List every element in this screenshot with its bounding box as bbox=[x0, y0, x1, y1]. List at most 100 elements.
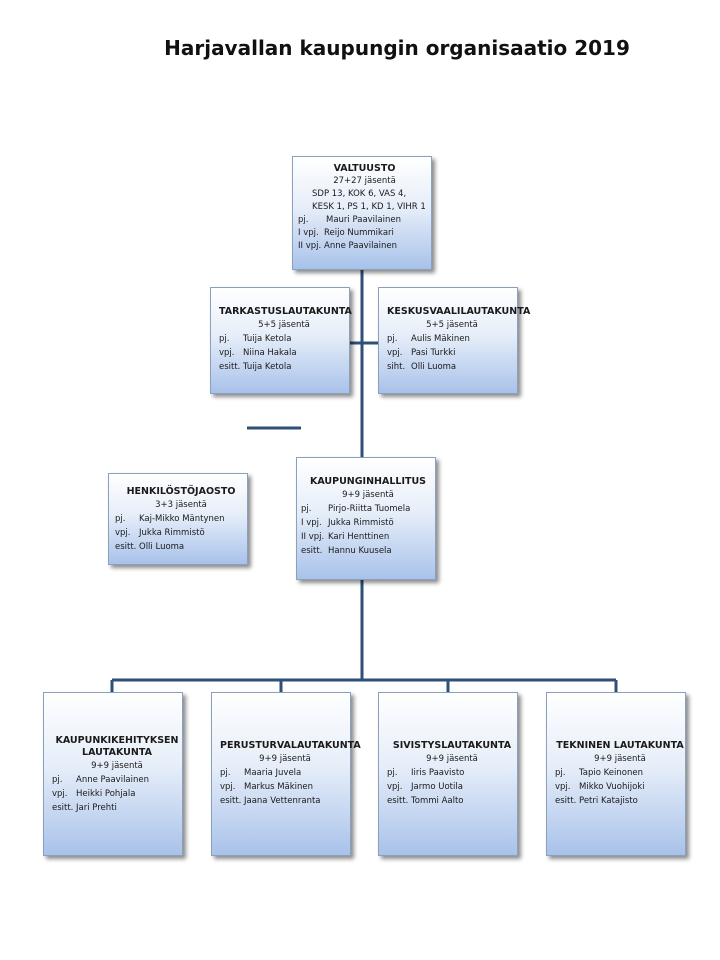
chart-title: Harjavallan kaupungin organisaatio 2019 bbox=[164, 36, 630, 60]
kaupunginhallitus-count: 9+9 jäsentä bbox=[342, 490, 394, 500]
member-row: I vpj. Jukka Rimmistö bbox=[301, 516, 435, 530]
member-row: esitt.Olli Luoma bbox=[115, 540, 247, 554]
member-role: I vpj. bbox=[298, 228, 319, 238]
tarkastuslautakunta-count: 5+5 jäsentä bbox=[258, 320, 310, 330]
member-row: esitt.Jari Prehti bbox=[52, 801, 182, 815]
member-row: vpj. Pasi Turkki bbox=[387, 346, 517, 360]
member-person: Tuija Ketola bbox=[243, 334, 292, 344]
member-person: Jari Prehti bbox=[76, 803, 117, 813]
member-person: Maaria Juvela bbox=[244, 768, 302, 778]
henkilostojaosto-count: 3+3 jäsentä bbox=[155, 500, 207, 510]
member-row: esitt.Petri Katajisto bbox=[555, 794, 685, 808]
henkilostojaosto-name: HENKILÖSTÖJAOSTO bbox=[126, 486, 236, 497]
kaupunginhallitus-name: KAUPUNGINHALLITUS bbox=[309, 476, 427, 487]
member-role: esitt. bbox=[220, 796, 242, 806]
lautakunta-name: PERUSTURVALAUTAKUNTA bbox=[220, 740, 361, 751]
valtuusto-parties-1: SDP 13, KOK 6, VAS 4, bbox=[312, 189, 407, 199]
member-row: vpj. Heikki Pohjala bbox=[52, 787, 182, 801]
member-person: Jaana Vettenranta bbox=[244, 796, 321, 806]
member-role: esitt. bbox=[219, 362, 241, 372]
henkilostojaosto-box: HENKILÖSTÖJAOSTO 3+3 jäsentä pj. Kaj-Mikk… bbox=[108, 473, 248, 565]
member-row: vpj. Jarmo Uotila bbox=[387, 780, 517, 794]
lautakunta-name: TEKNINEN LAUTAKUNTA bbox=[556, 740, 684, 751]
member-role: pj. bbox=[115, 514, 126, 524]
member-person: Kaj-Mikko Mäntynen bbox=[139, 514, 225, 524]
tarkastuslautakunta-name: TARKASTUSLAUTAKUNTA bbox=[219, 306, 352, 317]
member-row: esitt. Hannu Kuusela bbox=[301, 544, 435, 558]
member-row: esitt.Tuija Ketola bbox=[219, 360, 349, 374]
perusturvalautakunta-box: PERUSTURVALAUTAKUNTA 9+9 jäsentä pj. Maar… bbox=[211, 692, 361, 856]
member-row: esitt.Jaana Vettenranta bbox=[220, 794, 350, 808]
member-role: vpj. bbox=[52, 789, 68, 799]
member-person: Pirjo-Riitta Tuomela bbox=[328, 504, 411, 514]
member-person: Reijo Nummikari bbox=[324, 228, 394, 238]
member-person: Olli Luoma bbox=[411, 362, 457, 372]
member-person: Heikki Pohjala bbox=[76, 789, 136, 799]
member-person: Aulis Mäkinen bbox=[411, 334, 470, 344]
member-person: Mikko Vuohijoki bbox=[579, 782, 645, 792]
keskusvaalilautakunta-count: 5+5 jäsentä bbox=[426, 320, 478, 330]
member-row: pj. Mauri Paavilainen bbox=[298, 214, 431, 227]
member-role: esitt. bbox=[301, 546, 323, 556]
valtuusto-name: VALTUUSTO bbox=[333, 163, 396, 174]
member-role: pj. bbox=[387, 334, 398, 344]
lautakunta-name: SIVISTYSLAUTAKUNTA bbox=[392, 740, 512, 751]
member-role: vpj. bbox=[219, 348, 235, 358]
member-row: siht. Olli Luoma bbox=[387, 360, 517, 374]
member-person: Hannu Kuusela bbox=[328, 546, 392, 556]
member-role: esitt. bbox=[387, 796, 409, 806]
member-role: pj. bbox=[387, 768, 398, 778]
member-person: Tuija Ketola bbox=[243, 362, 292, 372]
member-person: Jukka Rimmistö bbox=[328, 518, 394, 528]
member-role: esitt. bbox=[52, 803, 74, 813]
member-person: Jarmo Uotila bbox=[411, 782, 463, 792]
valtuusto-box: VALTUUSTO 27+27 jäsentä SDP 13, KOK 6, V… bbox=[292, 156, 432, 270]
lautakunta-count: 9+9 jäsentä bbox=[91, 761, 143, 771]
member-role: vpj. bbox=[115, 528, 131, 538]
sivistyslautakunta-box: SIVISTYSLAUTAKUNTA 9+9 jäsentä pj. Iiris … bbox=[378, 692, 518, 856]
member-person: Petri Katajisto bbox=[579, 796, 638, 806]
member-person: Tapio Keinonen bbox=[579, 768, 643, 778]
member-person: Anne Paavilainen bbox=[76, 775, 150, 785]
valtuusto-count: 27+27 jäsentä bbox=[333, 176, 396, 186]
lautakunta-count: 9+9 jäsentä bbox=[594, 754, 646, 764]
member-row: vpj.Mikko Vuohijoki bbox=[555, 780, 685, 794]
kaupunginhallitus-box: KAUPUNGINHALLITUS 9+9 jäsentä pj. Pirjo-R… bbox=[296, 457, 436, 580]
member-role: esitt. bbox=[555, 796, 577, 806]
keskusvaalilautakunta-name: KESKUSVAALILAUTAKUNTA bbox=[387, 306, 531, 317]
member-role: I vpj. bbox=[301, 518, 322, 528]
member-role: pj. bbox=[220, 768, 231, 778]
member-row: vpj.Markus Mäkinen bbox=[220, 780, 350, 794]
member-row: vpj. Niina Hakala bbox=[219, 346, 349, 360]
member-person: Mauri Paavilainen bbox=[326, 215, 401, 225]
member-role: vpj. bbox=[220, 782, 236, 792]
member-row: pj. Tapio Keinonen bbox=[555, 766, 685, 780]
lautakunta-count: 9+9 jäsentä bbox=[259, 754, 311, 764]
member-row: esitt.Tommi Aalto bbox=[387, 794, 517, 808]
member-role: pj. bbox=[555, 768, 566, 778]
member-role: II vpj. bbox=[298, 241, 322, 251]
member-row: I vpj. Reijo Nummikari bbox=[298, 227, 431, 240]
member-row: pj. Maaria Juvela bbox=[220, 766, 350, 780]
member-role: vpj. bbox=[387, 348, 403, 358]
kaupunkikehityksen-lautakunta-box: KAUPUNKIKEHITYKSEN LAUTAKUNTA 9+9 jäsent… bbox=[43, 692, 183, 856]
member-role: pj. bbox=[301, 504, 312, 514]
member-row: vpj.Jukka Rimmistö bbox=[115, 526, 247, 540]
member-person: Niina Hakala bbox=[243, 348, 297, 358]
valtuusto-parties-2: KESK 1, PS 1, KD 1, VIHR 1 bbox=[312, 202, 426, 212]
member-person: Pasi Turkki bbox=[411, 348, 456, 358]
member-role: vpj. bbox=[387, 782, 403, 792]
member-role: pj. bbox=[52, 775, 63, 785]
lautakunta-name: KAUPUNKIKEHITYKSEN LAUTAKUNTA bbox=[55, 735, 179, 758]
member-row: II vpj.Anne Paavilainen bbox=[298, 240, 431, 253]
lautakunta-count: 9+9 jäsentä bbox=[426, 754, 478, 764]
member-role: II vpj. bbox=[301, 532, 325, 542]
member-role: pj. bbox=[298, 215, 309, 225]
tekninen-lautakunta-box: TEKNINEN LAUTAKUNTA 9+9 jäsentä pj. Tapio… bbox=[546, 692, 686, 856]
member-row: pj. Kaj-Mikko Mäntynen bbox=[115, 512, 247, 526]
tarkastuslautakunta-box: TARKASTUSLAUTAKUNTA 5+5 jäsentä pj.Tuija… bbox=[210, 287, 352, 394]
member-row: pj.Tuija Ketola bbox=[219, 332, 349, 346]
member-role: siht. bbox=[387, 362, 406, 372]
member-person: Iiris Paavisto bbox=[411, 768, 465, 778]
